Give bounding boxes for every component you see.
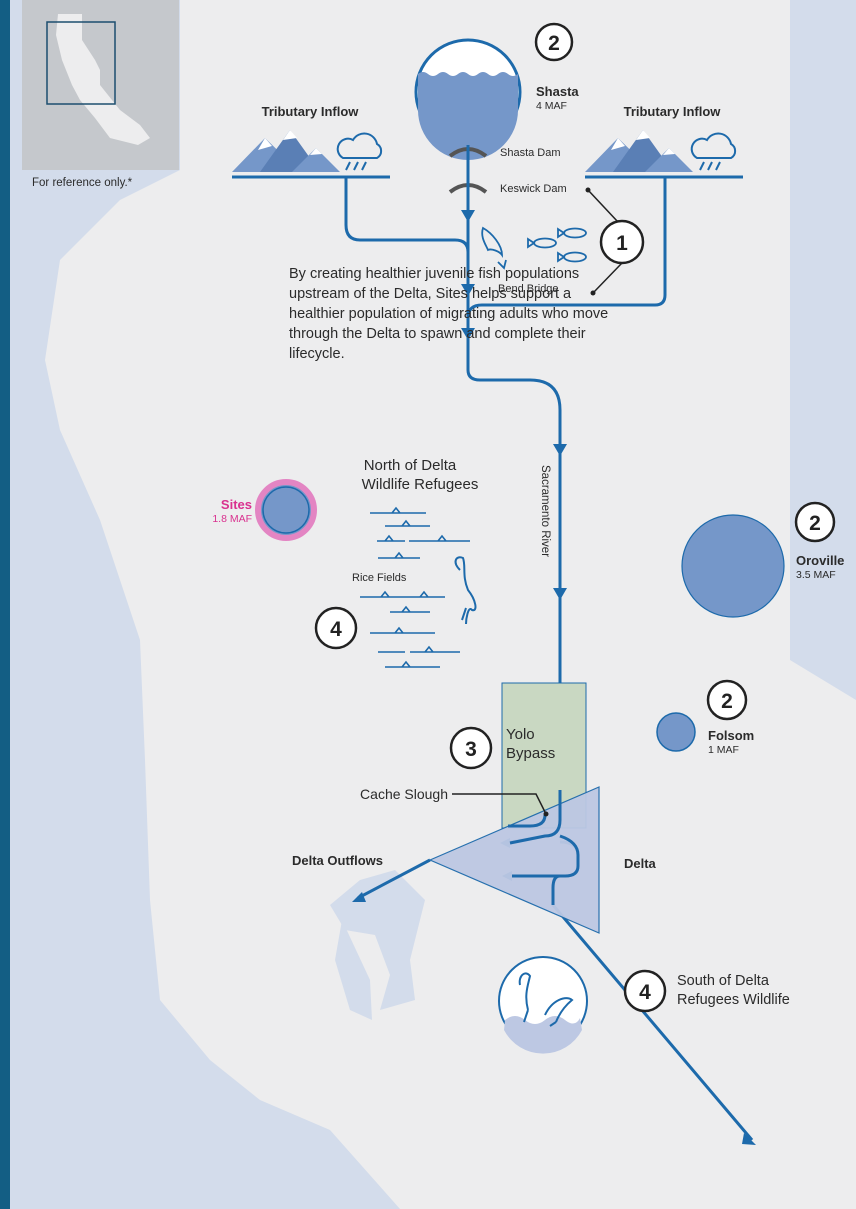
river-label: Sacramento River	[539, 465, 551, 557]
rain-cloud-icon	[336, 132, 383, 159]
reference-note: For reference only.*	[32, 177, 133, 189]
yolo-label-line1: Yolo	[506, 726, 535, 743]
marker-shasta	[534, 22, 574, 62]
marker-fish-number: 1	[616, 232, 628, 255]
reference-map-panel	[22, 0, 179, 170]
sites-capacity: 1.8 MAF	[212, 513, 252, 525]
water-inlet	[330, 870, 425, 1010]
fish-icon	[544, 997, 574, 1027]
land-mass	[45, 0, 856, 1209]
yolo-label-line2: Bypass	[506, 745, 555, 762]
delta-channels	[508, 790, 580, 905]
marker-yolo-number: 3	[465, 738, 477, 761]
refuges-north-line2: Wildlife Refugees	[362, 476, 479, 493]
water-inlet-2	[335, 920, 372, 1020]
marker-oroville-number: 2	[809, 512, 821, 535]
tributary-right-label: Tributary Inflow	[624, 104, 722, 119]
mountain-icon	[645, 148, 693, 172]
fish-group	[481, 226, 587, 270]
marker-south-number: 4	[639, 981, 651, 1004]
rice-fields-label: Rice Fields	[352, 572, 407, 584]
heron-icon	[518, 972, 532, 1023]
reference-frame	[46, 21, 116, 105]
mountain-icon	[292, 148, 340, 172]
marker-yolo	[449, 726, 493, 770]
marker-rice	[314, 606, 358, 650]
oroville-capacity: 3.5 MAF	[796, 569, 836, 581]
oroville-reservoir	[681, 514, 785, 618]
shasta-water	[418, 72, 518, 160]
folsom-name: Folsom	[708, 728, 754, 743]
heron-icon	[454, 556, 477, 625]
refuges-north-line1: North of Delta	[364, 457, 457, 474]
rain-cloud-icon	[690, 132, 737, 159]
marker-folsom-number: 2	[721, 690, 733, 713]
south-label-line2: Refugees Wildlife	[677, 992, 790, 1008]
marker-rice-number: 4	[330, 618, 342, 641]
california-outline	[56, 14, 150, 145]
sites-name: Sites	[221, 497, 252, 512]
leader-keswick	[587, 189, 619, 223]
tributary-left-group	[232, 130, 390, 179]
salmon-icon	[481, 226, 503, 258]
folsom-reservoir	[656, 712, 696, 752]
marker-oroville	[794, 501, 836, 543]
shasta-name: Shasta	[536, 84, 579, 99]
tributary-left-label: Tributary Inflow	[262, 104, 360, 119]
sidebar-stripe	[0, 0, 10, 1209]
folsom-capacity: 1 MAF	[708, 744, 739, 756]
cache-slough-leader	[452, 793, 547, 815]
delta-label: Delta	[624, 856, 657, 871]
sites-reservoir	[255, 479, 317, 541]
info-paragraph: By creating healthier juvenile fish popu…	[289, 266, 609, 362]
keswick-dam-label: Keswick Dam	[500, 183, 567, 195]
shasta-dam-label: Shasta Dam	[500, 147, 561, 159]
oroville-name: Oroville	[796, 553, 844, 568]
marker-folsom	[706, 679, 748, 721]
marker-fish	[599, 219, 645, 265]
shasta-capacity: 4 MAF	[536, 100, 567, 112]
marker-south	[623, 969, 667, 1013]
marker-shasta-number: 2	[548, 32, 560, 55]
delta-outflows-label: Delta Outflows	[292, 853, 383, 868]
bend-bridge-label: Bend Bridge	[498, 283, 559, 295]
south-label-line1: South of Delta	[677, 973, 770, 989]
leader-bend	[592, 262, 623, 294]
delta-area	[428, 786, 600, 934]
wetland-grass-icons	[360, 506, 470, 668]
salmon-tail	[497, 259, 507, 270]
cache-slough-label: Cache Slough	[360, 786, 448, 802]
